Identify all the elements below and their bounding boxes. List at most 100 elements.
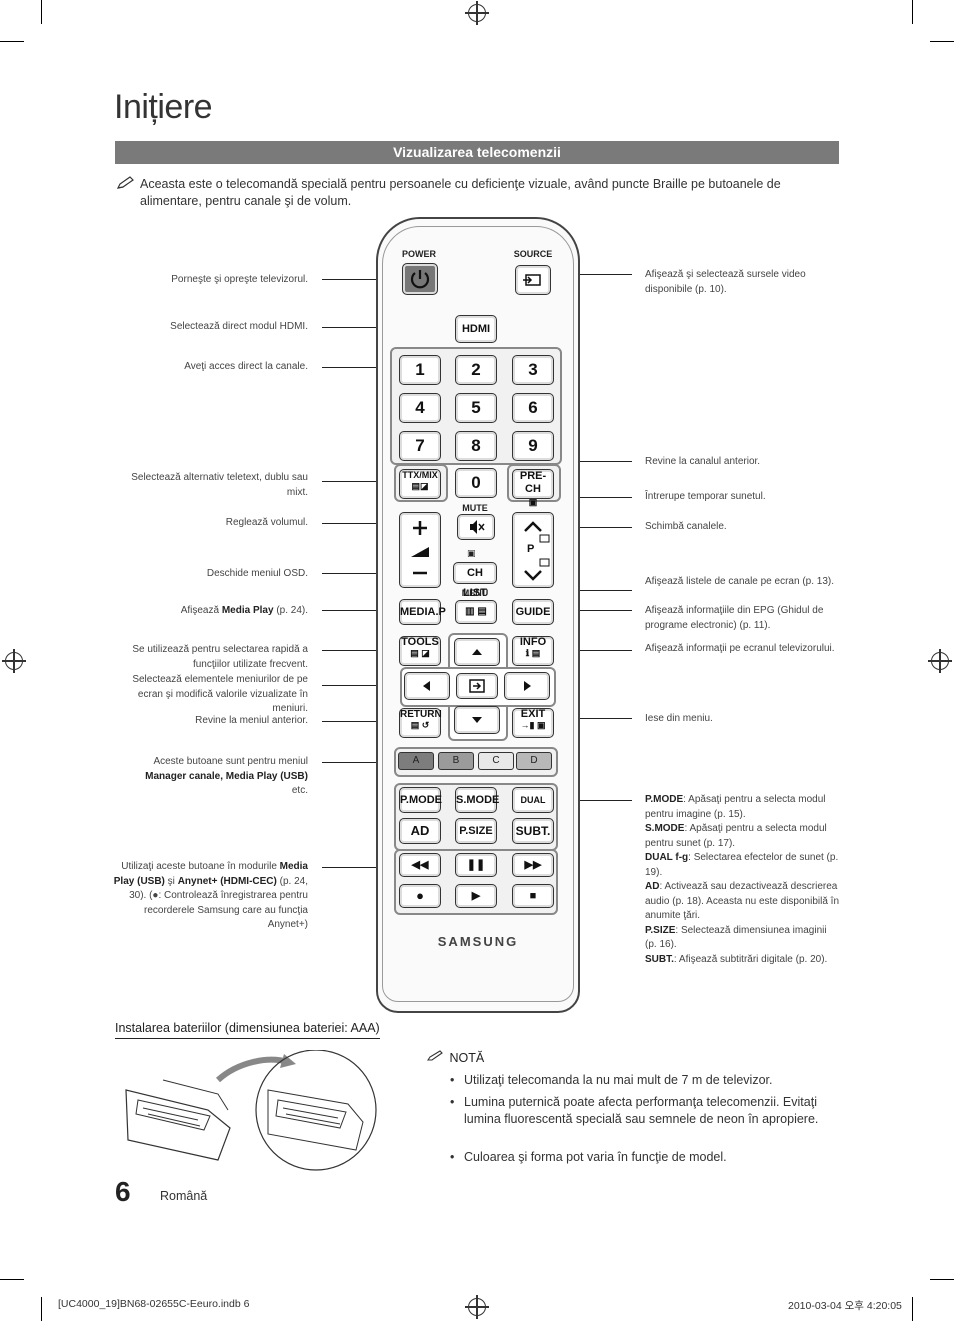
label-mute: Întrerupe temporar sunetul. xyxy=(645,491,766,502)
stop-icon: ■ xyxy=(529,890,537,902)
leader-line xyxy=(555,527,632,528)
color-button-a[interactable]: A xyxy=(398,752,434,770)
crop-mark xyxy=(0,41,24,42)
label-media-play-bold: Media Play xyxy=(221,605,274,616)
nav-left-button[interactable] xyxy=(404,672,450,700)
leader-line xyxy=(322,367,387,368)
leader-line xyxy=(555,610,632,611)
menu-button[interactable]: ▥ ▤ xyxy=(455,600,497,624)
leader-line xyxy=(555,718,632,719)
page-number: 6 xyxy=(115,1176,131,1207)
intro-note: Aceasta este o telecomandă specială pent… xyxy=(116,176,840,208)
channel-p-label: P xyxy=(527,543,535,555)
info-button[interactable]: INFO ℹ ▤ xyxy=(512,636,554,666)
nav-down-button[interactable] xyxy=(454,706,500,734)
nav-up-button[interactable] xyxy=(454,638,500,666)
rewind-button[interactable]: ◀◀ xyxy=(399,853,441,877)
rewind-icon: ◀◀ xyxy=(411,859,429,871)
p-mode-button[interactable]: P.MODE xyxy=(399,787,442,813)
registration-mark-icon xyxy=(928,649,952,673)
digit-button[interactable]: 5 xyxy=(455,393,497,423)
hdmi-button[interactable]: HDMI xyxy=(455,315,497,343)
label-transport-and: şi xyxy=(167,875,175,887)
registration-mark-icon xyxy=(465,1295,489,1319)
mode-label-item: S.MODE: Apăsaţi pentru a selecta modul p… xyxy=(645,823,827,849)
label-transport-b2: Anynet+ (HDMI-CEC) xyxy=(177,875,277,887)
crop-mark xyxy=(930,41,954,42)
teletext-icon: ▣ xyxy=(528,497,538,507)
label-return: Revine la meniul anterior. xyxy=(195,715,308,726)
digit-button[interactable]: 2 xyxy=(455,355,497,385)
exit-label: EXIT xyxy=(520,708,546,720)
note-title: NOTĂ xyxy=(449,1051,485,1065)
mode-label-item: AD: Activează sau dezactivează descriere… xyxy=(645,881,840,921)
nav-enter-button[interactable] xyxy=(456,673,498,699)
guide-button[interactable]: GUIDE xyxy=(512,599,554,625)
label-transport-ref: (p. 24, 30). xyxy=(129,875,308,902)
ch-list-button[interactable]: CH LIST xyxy=(453,562,497,599)
exit-button[interactable]: EXIT →▮ ▣ xyxy=(512,708,554,738)
digit-button[interactable]: 7 xyxy=(399,431,441,461)
return-label: RETURN xyxy=(400,709,442,720)
note-text: Culoarea şi forma pot varia în funcţie d… xyxy=(464,1150,727,1164)
leader-line xyxy=(322,481,398,482)
ttx-mix-button[interactable]: TTX/MIX ▤◪ xyxy=(399,469,441,499)
play-button[interactable]: ▶ xyxy=(455,884,497,908)
digit-button-zero[interactable]: 0 xyxy=(455,468,497,498)
label-tools: Se utilizează pentru selectarea rapidă a… xyxy=(132,644,308,670)
nav-right-button[interactable] xyxy=(504,672,550,700)
p-size-button[interactable]: P.SIZE xyxy=(455,818,497,844)
mode-label-item: P.SIZE: Selectează dimensiunea imaginii … xyxy=(645,924,827,951)
subt-button[interactable]: SUBT. xyxy=(512,818,554,844)
digit-button[interactable]: 6 xyxy=(512,393,554,423)
registration-mark-icon xyxy=(2,649,26,673)
volume-up-down-icon xyxy=(411,521,429,575)
label-transport-l1: Utilizaţi aceste butoane în modurile xyxy=(121,861,277,872)
mute-button[interactable] xyxy=(457,514,495,540)
label-transport-b1: Media Play (USB) xyxy=(113,861,308,887)
menu-icon: ▥ ▤ xyxy=(465,606,487,617)
crop-mark xyxy=(0,1279,24,1280)
color-button-b[interactable]: B xyxy=(438,752,474,770)
tools-button[interactable]: TOOLS ▤ ◪ xyxy=(399,636,441,666)
return-button[interactable]: RETURN ▤ ↺ xyxy=(399,708,442,738)
crop-mark xyxy=(41,0,42,24)
digit-button[interactable]: 4 xyxy=(399,393,441,423)
digit-button[interactable]: 3 xyxy=(512,355,554,385)
pre-ch-button[interactable]: PRE-CH ▣ xyxy=(512,469,554,507)
volume-rocker[interactable] xyxy=(399,512,441,588)
color-button-c[interactable]: C xyxy=(478,752,514,770)
channel-rocker[interactable]: P xyxy=(512,512,554,588)
note-item: •Utilizaţi telecomanda la nu mai mult de… xyxy=(450,1072,830,1089)
footer-file-info: [UC4000_19]BN68-02655C-Eeuro.indb 6 xyxy=(58,1298,250,1310)
note-item: •Lumina puternică poate afecta performan… xyxy=(450,1094,830,1128)
pre-ch-label: PRE-CH xyxy=(519,470,547,495)
power-button[interactable] xyxy=(402,263,438,295)
label-volume: Reglează volumul. xyxy=(225,517,308,528)
crop-mark xyxy=(930,1279,954,1280)
info-label: INFO xyxy=(519,636,547,648)
digit-button[interactable]: 8 xyxy=(455,431,497,461)
fast-forward-button[interactable]: ▶▶ xyxy=(512,853,554,877)
label-transport-l2: (●: Controlează înregistrarea pentru rec… xyxy=(144,890,308,930)
mode-label-item: P.MODE: Apăsaţi pentru a selecta modul p… xyxy=(645,794,826,820)
digit-button[interactable]: 9 xyxy=(512,431,554,461)
s-mode-button[interactable]: S.MODE xyxy=(455,787,499,813)
record-button[interactable]: ● xyxy=(399,884,441,908)
source-button[interactable] xyxy=(515,265,551,295)
media-p-button[interactable]: MEDIA.P xyxy=(399,599,446,625)
power-icon xyxy=(410,270,430,289)
stop-button[interactable]: ■ xyxy=(512,884,554,908)
registration-mark-icon xyxy=(465,1,489,25)
pause-icon: ❚❚ xyxy=(466,859,486,871)
leader-line xyxy=(566,461,632,462)
dual-button[interactable]: DUAL xyxy=(512,787,554,813)
pause-button[interactable]: ❚❚ xyxy=(455,853,497,877)
leader-line xyxy=(322,650,398,651)
digit-button[interactable]: 1 xyxy=(399,355,441,385)
label-channel: Schimbă canalele. xyxy=(645,521,727,532)
ad-button[interactable]: AD xyxy=(399,818,441,844)
menu-caption: MENU xyxy=(461,588,489,598)
label-media-play-post: (p. 24). xyxy=(276,605,308,616)
color-button-d[interactable]: D xyxy=(516,752,552,770)
